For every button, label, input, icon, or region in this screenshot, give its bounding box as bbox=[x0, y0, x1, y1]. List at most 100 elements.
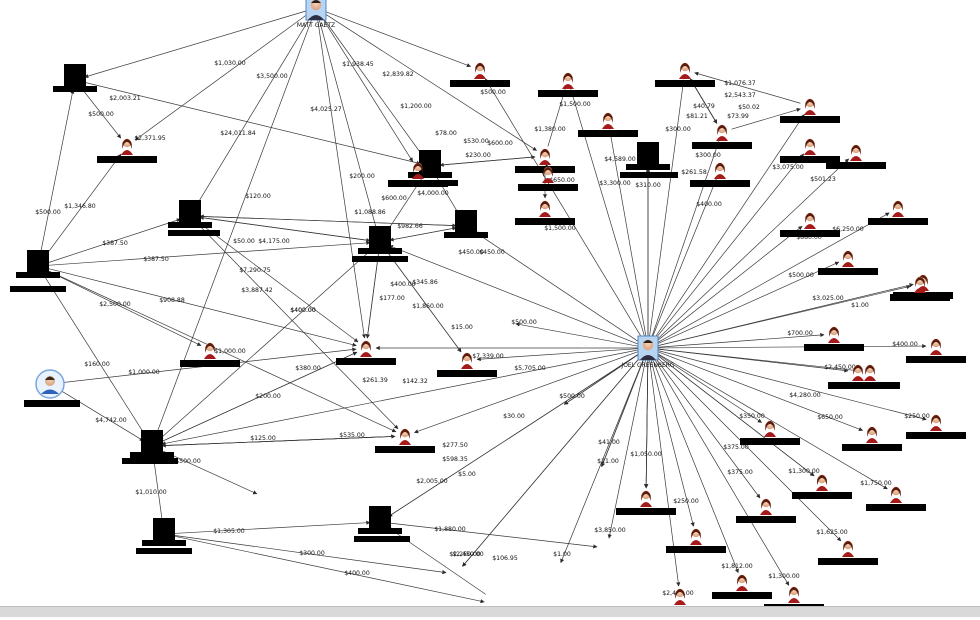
edges-layer bbox=[40, 11, 926, 602]
edge-amount-label: $500.00 bbox=[480, 89, 506, 96]
edge-amount-label: $2,450.00 bbox=[824, 364, 856, 371]
edge-amount-label: $2,005.00 bbox=[416, 478, 448, 485]
edge-amount-label: $300.00 bbox=[665, 126, 691, 133]
node-f18[interactable] bbox=[780, 99, 840, 123]
redacted-name-bar bbox=[736, 516, 796, 523]
edge-amount-label: $4,000.00 bbox=[417, 190, 449, 197]
node-f41[interactable] bbox=[666, 529, 726, 553]
node-f19[interactable] bbox=[780, 139, 840, 163]
node-f16[interactable] bbox=[655, 63, 715, 87]
redacted-name-bar bbox=[620, 172, 678, 178]
edge-amount-label: $650.00 bbox=[817, 414, 843, 421]
edge-amount-label: $400.00 bbox=[290, 307, 316, 314]
node-f37[interactable] bbox=[818, 541, 878, 565]
node-h5[interactable] bbox=[408, 150, 452, 178]
redacted-name-bar bbox=[804, 344, 864, 351]
redacted-name-bar bbox=[24, 400, 80, 407]
edge-f7-f5 bbox=[548, 90, 565, 147]
node-f26[interactable] bbox=[804, 327, 864, 351]
edge-amount-label: $78.00 bbox=[435, 130, 457, 137]
redacted-name-bar bbox=[692, 142, 752, 149]
edge-greenberg-f16 bbox=[649, 80, 683, 338]
edge-amount-label: $500.00 bbox=[175, 458, 201, 465]
node-h3[interactable] bbox=[168, 200, 212, 228]
edge-amount-label: $375.00 bbox=[727, 469, 753, 476]
edge-amount-label: $1,880.00 bbox=[434, 526, 466, 533]
edge-amount-label: $2,839.82 bbox=[382, 71, 414, 78]
edge-amount-label: $30.00 bbox=[503, 413, 525, 420]
edge-h2-h6 bbox=[43, 274, 146, 437]
node-f32[interactable] bbox=[740, 421, 800, 445]
node-f5[interactable] bbox=[538, 73, 598, 97]
node-h1[interactable] bbox=[53, 64, 97, 92]
edge-amount-label: $2,500.00 bbox=[99, 301, 131, 308]
edge-h2-f11 bbox=[47, 270, 201, 345]
node-h7[interactable] bbox=[444, 210, 488, 238]
redacted-name-bar bbox=[515, 218, 575, 225]
redacted-name-bar bbox=[780, 230, 840, 237]
edge-amount-label: $200.00 bbox=[349, 173, 375, 180]
edge-amount-label: $535.00 bbox=[339, 432, 365, 439]
edge-amount-label: $261.58 bbox=[681, 169, 707, 176]
edge-amount-label: $120.00 bbox=[245, 193, 271, 200]
node-f36[interactable] bbox=[866, 487, 926, 511]
redacted-name-bar bbox=[616, 508, 676, 515]
node-f1[interactable] bbox=[97, 139, 157, 163]
edge-h2-h4 bbox=[48, 243, 370, 266]
node-f30[interactable] bbox=[842, 427, 902, 451]
node-f21[interactable] bbox=[780, 213, 840, 237]
edge-h4-h6 bbox=[159, 249, 372, 440]
edge-amount-label: $40.79 bbox=[693, 103, 715, 110]
redacted-name-bar bbox=[690, 180, 750, 187]
node-f9[interactable] bbox=[336, 341, 396, 365]
edge-h6-f50 bbox=[161, 450, 257, 494]
node-f35[interactable] bbox=[792, 475, 852, 499]
node-f10[interactable] bbox=[375, 429, 435, 453]
edge-amount-label: $4,025.27 bbox=[310, 106, 342, 113]
redacted-name-bar bbox=[518, 184, 578, 191]
edge-amount-label: $277.50 bbox=[442, 442, 468, 449]
node-f17[interactable] bbox=[692, 125, 752, 149]
edge-amount-label: $500.00 bbox=[788, 272, 814, 279]
node-f14[interactable] bbox=[578, 113, 638, 137]
edge-amount-label: $300.00 bbox=[299, 550, 325, 557]
edge-amount-label: $500.00 bbox=[88, 111, 114, 118]
edge-amount-label: $700.00 bbox=[787, 330, 813, 337]
edge-amount-label: $50.02 bbox=[738, 104, 760, 111]
edge-amount-label: $250.00 bbox=[904, 413, 930, 420]
node-h9[interactable] bbox=[142, 518, 186, 546]
edge-amount-label: $450.00 bbox=[458, 249, 484, 256]
edge-gaetz-h4 bbox=[319, 18, 378, 233]
edge-amount-label: $3,887.42 bbox=[241, 287, 273, 294]
redacted-name-bar bbox=[375, 446, 435, 453]
node-f38[interactable] bbox=[712, 575, 772, 599]
edge-amount-label: $142.32 bbox=[402, 378, 428, 385]
edge-amount-label: $41.00 bbox=[598, 439, 620, 446]
node-f4[interactable] bbox=[450, 63, 510, 87]
node-f23[interactable] bbox=[818, 251, 878, 275]
edge-amount-label: $1,500.00 bbox=[544, 225, 576, 232]
redacted-name-bar bbox=[336, 358, 396, 365]
redacted-name-bar bbox=[868, 218, 928, 225]
node-man[interactable] bbox=[24, 370, 80, 407]
edge-greenberg-f20 bbox=[655, 159, 848, 341]
edge-h3-f10 bbox=[197, 223, 398, 429]
node-h2[interactable] bbox=[16, 250, 60, 278]
edge-amount-label: $7,339.00 bbox=[472, 353, 504, 360]
edge-amount-label: $200.00 bbox=[255, 393, 281, 400]
node-h6[interactable] bbox=[130, 430, 174, 458]
edge-greenberg-f45 bbox=[516, 324, 638, 346]
redacted-name-bar bbox=[122, 458, 178, 464]
edge-gaetz-f4 bbox=[325, 12, 470, 67]
node-f22[interactable] bbox=[868, 201, 928, 225]
node-h10[interactable] bbox=[358, 506, 402, 534]
redacted-name-bar bbox=[168, 230, 220, 236]
edge-amount-label: $73.99 bbox=[727, 113, 749, 120]
edge-greenberg-f34 bbox=[654, 356, 760, 498]
node-gaetz[interactable]: MATT GAETZ bbox=[297, 0, 335, 29]
redacted-name-bar bbox=[866, 504, 926, 511]
edge-amount-label: $400.00 bbox=[892, 341, 918, 348]
edge-amount-label: $375.00 bbox=[723, 444, 749, 451]
edge-amount-label: $1,050.00 bbox=[630, 451, 662, 458]
edge-amount-label: $387.50 bbox=[143, 256, 169, 263]
